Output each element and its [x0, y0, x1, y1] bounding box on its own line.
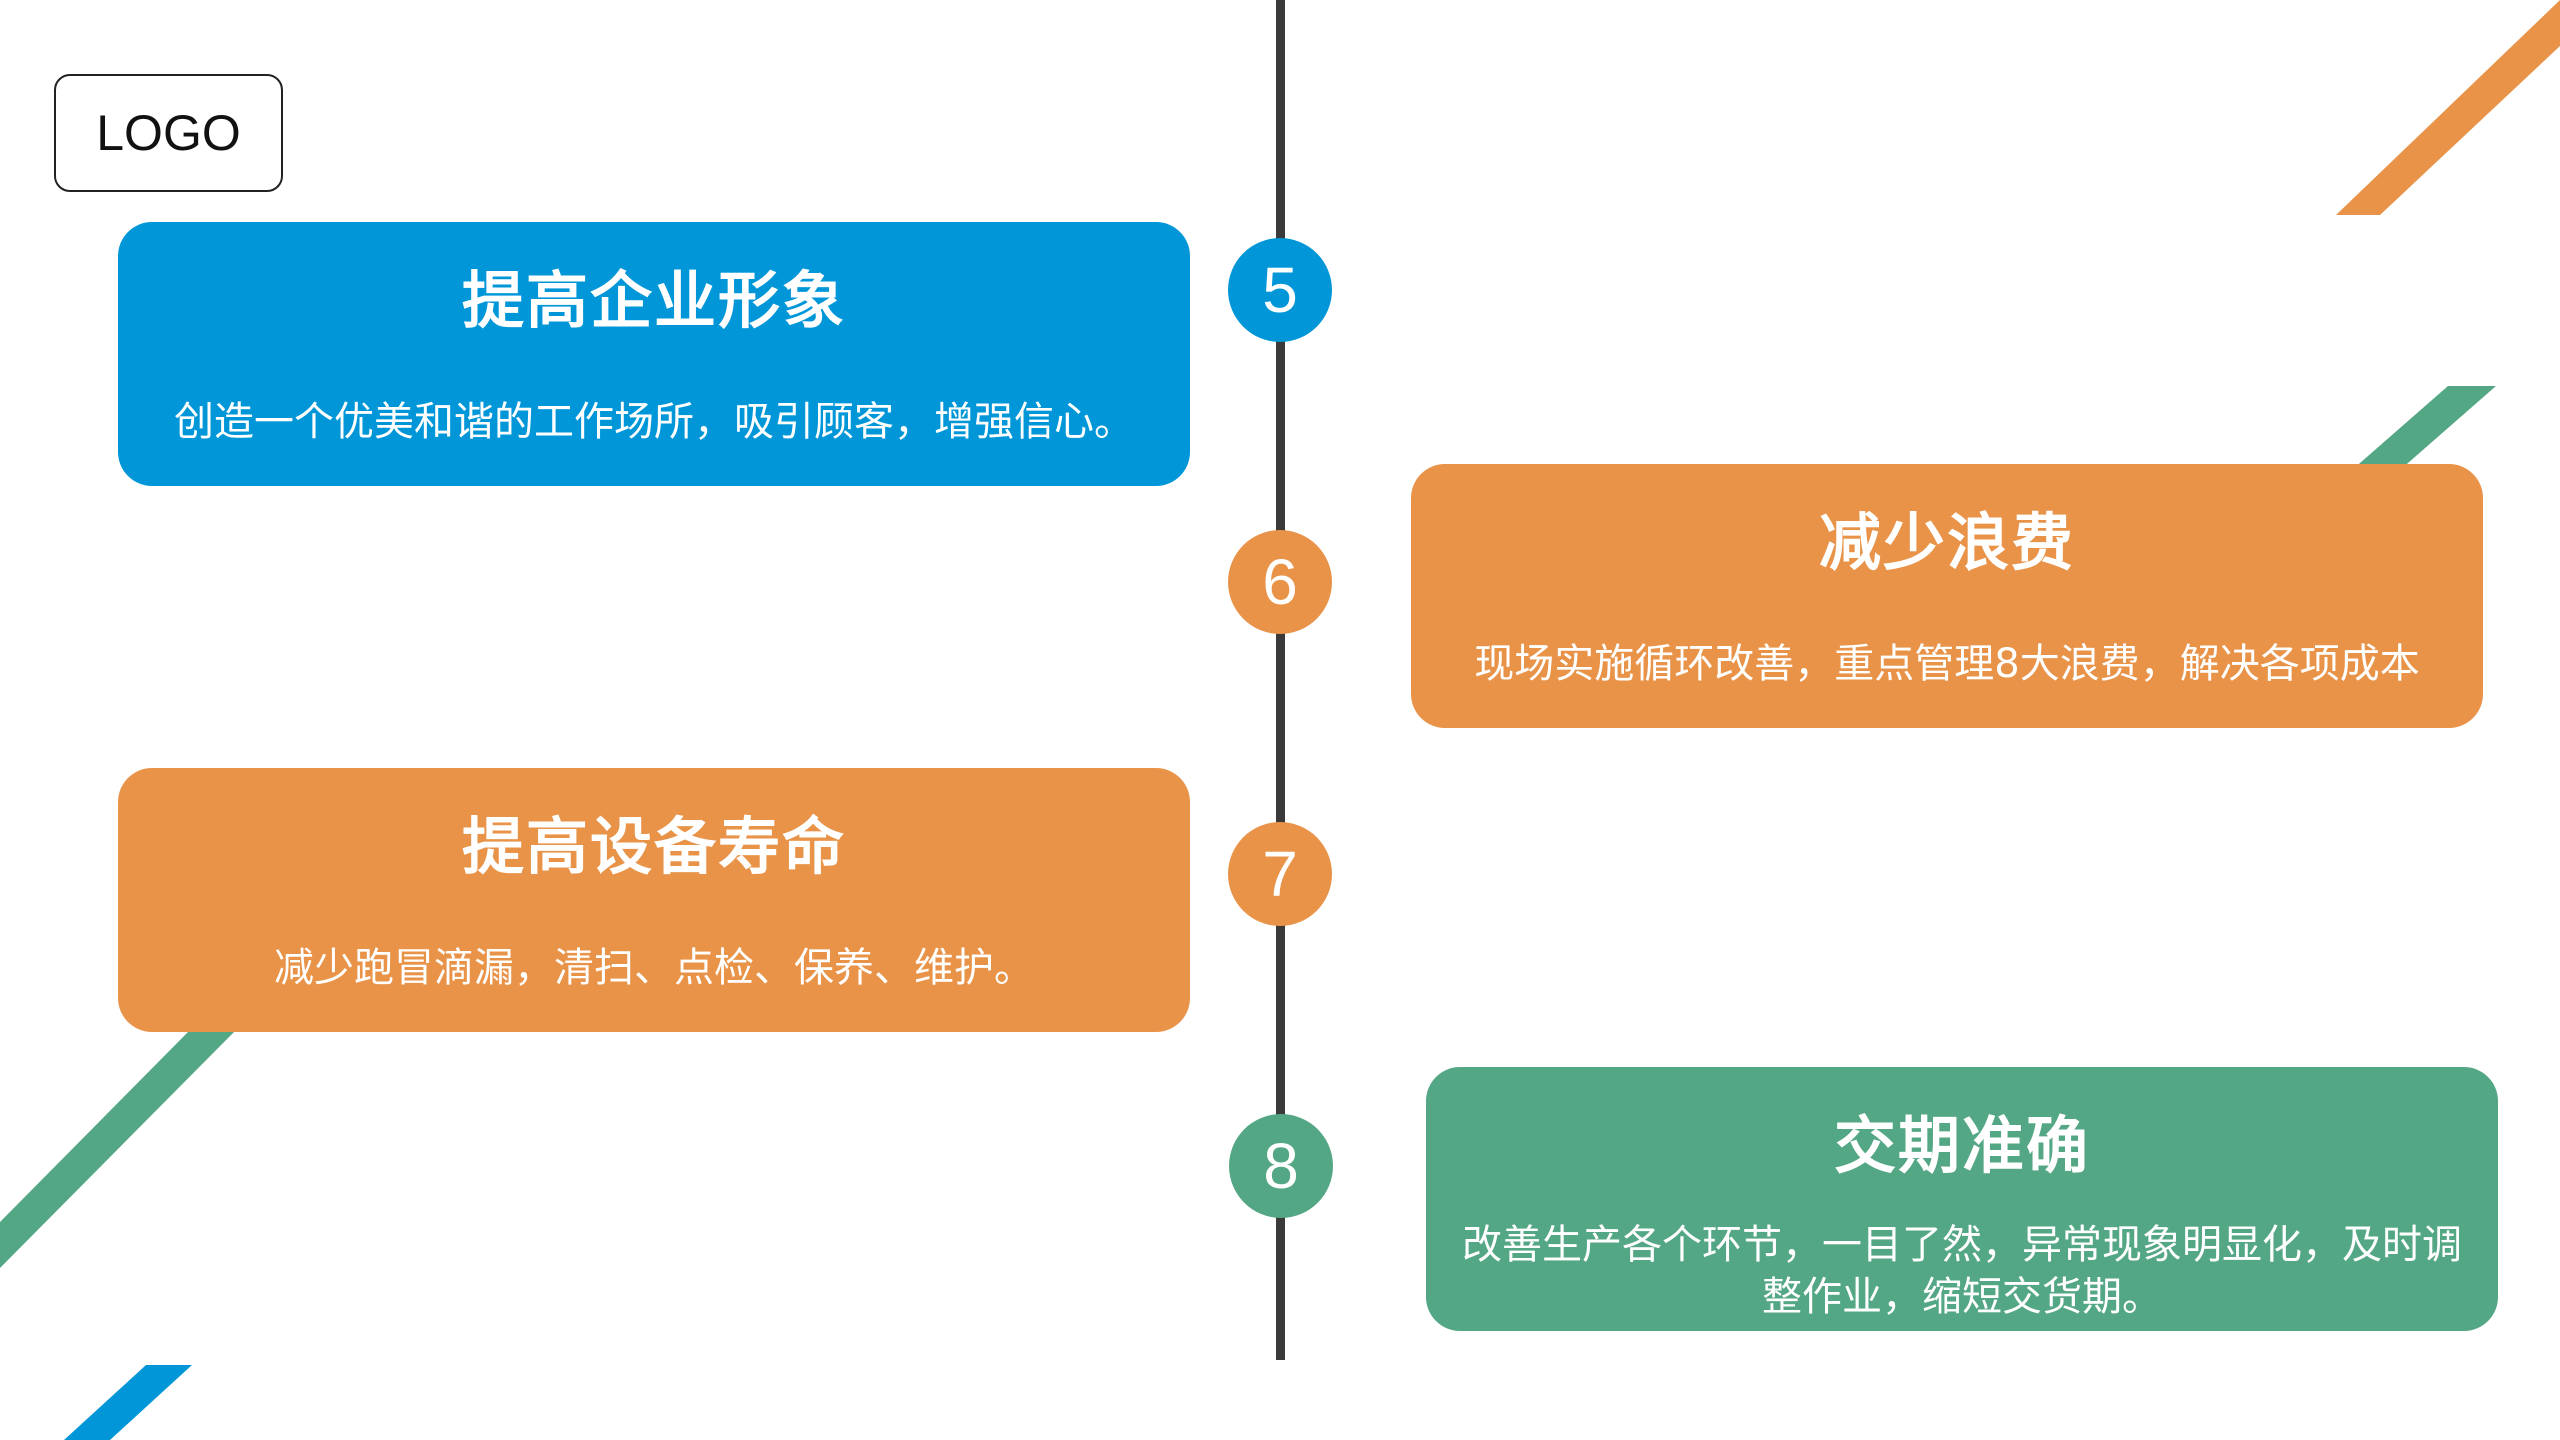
step-title: 交期准确	[1833, 1109, 2090, 1182]
timeline-line	[1276, 0, 1285, 1360]
step-number-badge: 7	[1228, 822, 1332, 926]
step-title: 提高企业形象	[461, 264, 846, 337]
step-card-6: 减少浪费 现场实施循环改善，重点管理8大浪费，解决各项成本	[1411, 464, 2483, 728]
step-description: 现场实施循环改善，重点管理8大浪费，解决各项成本	[1474, 641, 2420, 687]
step-card-7: 提高设备寿命 减少跑冒滴漏，清扫、点检、保养、维护。	[118, 768, 1190, 1032]
logo-box: LOGO	[54, 74, 283, 192]
step-number-badge: 5	[1228, 238, 1332, 342]
orange-stripe-top-right	[2336, 0, 2560, 215]
step-description: 减少跑冒滴漏，清扫、点检、保养、维护。	[274, 945, 1034, 991]
step-number-badge: 8	[1229, 1114, 1333, 1218]
step-number-badge: 6	[1228, 530, 1332, 634]
step-card-8: 交期准确 改善生产各个环节，一目了然，异常现象明显化，及时调整作业，缩短交货期。	[1426, 1067, 2498, 1331]
step-description: 创造一个优美和谐的工作场所，吸引顾客，增强信心。	[174, 399, 1134, 445]
green-stripe-right	[2352, 386, 2496, 470]
step-title: 减少浪费	[1818, 506, 2075, 579]
step-description: 改善生产各个环节，一目了然，异常现象明显化，及时调整作业，缩短交货期。	[1462, 1222, 2462, 1320]
step-title: 提高设备寿命	[461, 810, 846, 883]
step-card-5: 提高企业形象 创造一个优美和谐的工作场所，吸引顾客，增强信心。	[118, 222, 1190, 486]
green-stripe-left	[0, 1030, 236, 1268]
blue-stripe-bottom-left	[64, 1365, 192, 1440]
